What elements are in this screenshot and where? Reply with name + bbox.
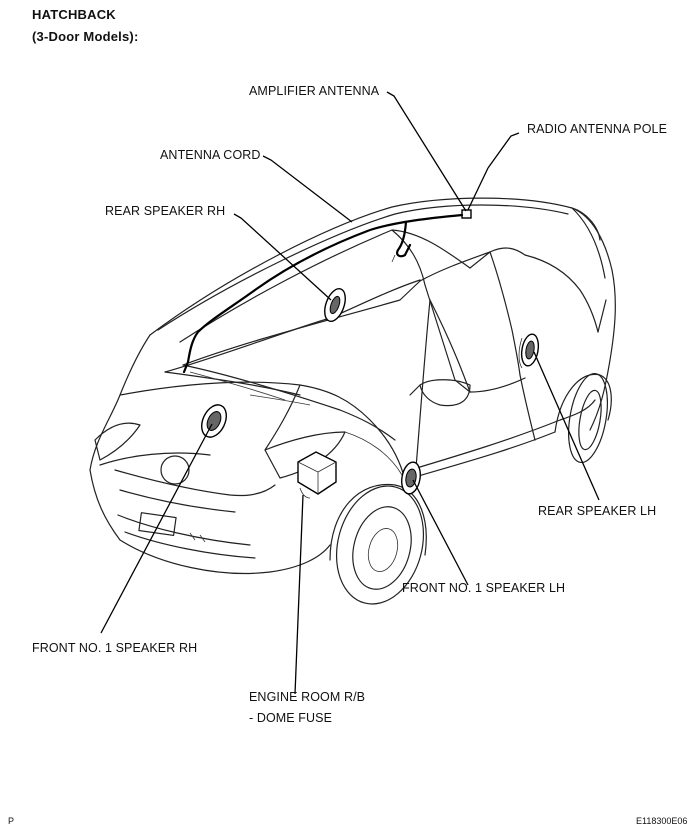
engine-room-relay-block xyxy=(297,451,337,499)
car-body xyxy=(89,197,616,605)
footer-left-mark: P xyxy=(8,816,15,826)
antenna-cord xyxy=(182,213,464,374)
amplifier-antenna xyxy=(461,209,472,219)
label-antenna-cord: ANTENNA CORD xyxy=(160,148,261,162)
label-rear-speaker-rh: REAR SPEAKER RH xyxy=(105,204,226,218)
radio-antenna-pole xyxy=(465,167,489,215)
label-amplifier-antenna: AMPLIFIER ANTENNA xyxy=(249,84,380,98)
front-speaker-rh xyxy=(201,404,227,438)
rear-speaker-rh xyxy=(324,288,346,322)
label-engine-room-rb: ENGINE ROOM R/B xyxy=(249,690,366,704)
label-rear-speaker-lh: REAR SPEAKER LH xyxy=(538,504,657,518)
label-front-speaker-lh: FRONT NO. 1 SPEAKER LH xyxy=(402,581,566,595)
diagram-title: HATCHBACK xyxy=(32,7,116,22)
figure-id: E118300E06 xyxy=(636,816,688,826)
rear-speaker-lh xyxy=(518,333,540,369)
label-dome-fuse: - DOME FUSE xyxy=(249,711,333,725)
diagram-subtitle: (3-Door Models): xyxy=(32,29,139,44)
label-front-speaker-rh: FRONT NO. 1 SPEAKER RH xyxy=(32,641,198,655)
label-radio-antenna-pole: RADIO ANTENNA POLE xyxy=(527,122,668,136)
